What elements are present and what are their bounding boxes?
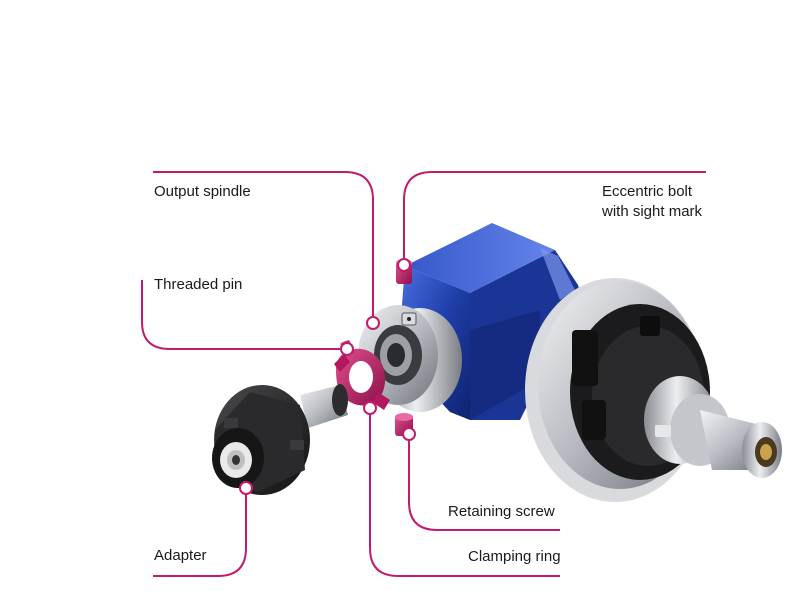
callout-threaded-pin bbox=[141, 280, 340, 350]
callout-adapter bbox=[153, 494, 247, 577]
marker-clamping-ring bbox=[363, 401, 377, 415]
callout-lines bbox=[141, 171, 706, 577]
label-adapter: Adapter bbox=[154, 547, 207, 564]
housing-shadow bbox=[470, 310, 540, 420]
label-eccentric-bolt-line2: with sight mark bbox=[602, 203, 703, 220]
housing-top-face bbox=[405, 223, 555, 293]
housing-highlight bbox=[540, 248, 575, 300]
marker-output-spindle bbox=[366, 316, 380, 330]
label-threaded-pin: Threaded pin bbox=[154, 276, 243, 293]
label-eccentric-bolt: Eccentric bolt with sight mark bbox=[602, 182, 702, 222]
callout-eccentric-bolt bbox=[403, 171, 706, 258]
adapter bbox=[212, 384, 348, 495]
label-output-spindle: Output spindle bbox=[154, 183, 251, 200]
callout-clamping-ring bbox=[369, 414, 560, 577]
label-retaining-screw: Retaining screw bbox=[448, 503, 555, 520]
label-clamping-ring: Clamping ring bbox=[468, 548, 561, 565]
label-eccentric-bolt-line1: Eccentric bolt bbox=[602, 183, 693, 200]
marker-adapter bbox=[239, 481, 253, 495]
drive-section bbox=[525, 278, 782, 502]
marker-retaining-screw bbox=[402, 427, 416, 441]
callout-retaining-screw bbox=[408, 440, 560, 531]
callout-markers bbox=[239, 258, 416, 495]
callout-output-spindle bbox=[153, 171, 374, 316]
clamping-ring bbox=[334, 348, 390, 410]
marker-eccentric-bolt bbox=[397, 258, 411, 272]
marker-threaded-pin bbox=[340, 342, 354, 356]
